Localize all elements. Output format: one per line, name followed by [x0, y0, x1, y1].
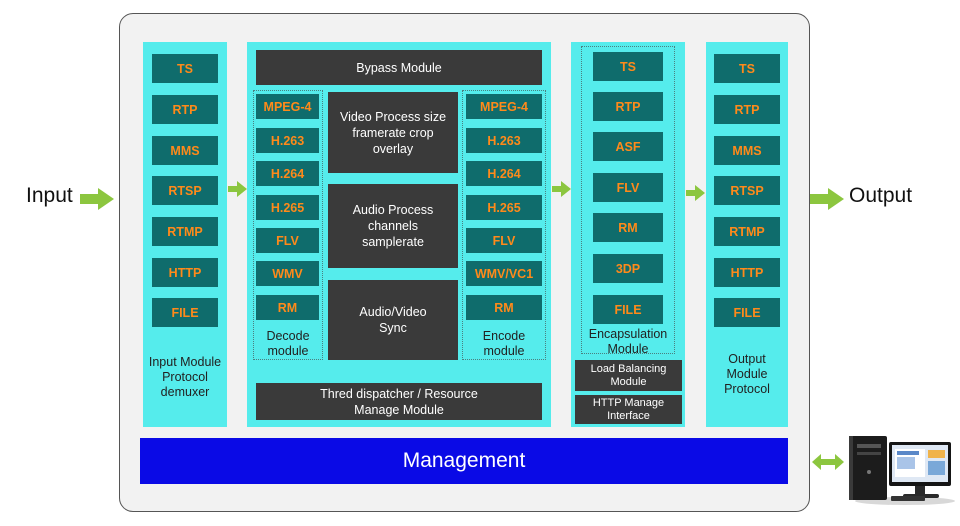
decode-h263: H.263 — [256, 128, 319, 153]
encode-h264: H.264 — [466, 161, 542, 186]
encap-flv: FLV — [593, 173, 663, 202]
video-process-module: Video Process size framerate crop overla… — [328, 92, 458, 173]
encap-rtp: RTP — [593, 92, 663, 121]
http-manage-interface: HTTP Manage Interface — [575, 395, 682, 424]
encode-mpeg4: MPEG-4 — [466, 94, 542, 119]
decode-h264: H.264 — [256, 161, 319, 186]
arrow-to-output-module-icon — [686, 185, 705, 201]
output-protocol-ts: TS — [714, 54, 780, 83]
decode-wmv: WMV — [256, 261, 319, 286]
encode-h263: H.263 — [466, 128, 542, 153]
output-label: Output — [849, 184, 913, 207]
encode-flv: FLV — [466, 228, 542, 253]
output-module: TS RTP MMS RTSP RTMP HTTP FILE Output Mo… — [706, 42, 788, 427]
input-protocol-ts: TS — [152, 54, 218, 83]
input-protocol-file: FILE — [152, 298, 218, 327]
computer-icon — [849, 436, 955, 505]
input-module: TS RTP MMS RTSP RTMP HTTP FILE Input Mod… — [143, 42, 227, 427]
decode-mpeg4: MPEG-4 — [256, 94, 319, 119]
decode-h265: H.265 — [256, 195, 319, 220]
input-protocol-mms: MMS — [152, 136, 218, 165]
encap-rm: RM — [593, 213, 663, 242]
encap-ts: TS — [593, 52, 663, 81]
input-arrow-icon — [80, 188, 114, 210]
encap-file: FILE — [593, 295, 663, 324]
encode-rm: RM — [466, 295, 542, 320]
bypass-module: Bypass Module — [256, 50, 542, 85]
encode-group — [462, 90, 546, 360]
decode-flv: FLV — [256, 228, 319, 253]
input-module-caption: Input Module Protocol demuxer — [148, 355, 222, 399]
encapsulation-caption: Encapsulation Module — [588, 327, 668, 356]
bidirectional-arrow-icon — [812, 454, 844, 470]
core-module: Bypass Module MPEG-4 H.263 H.264 H.265 F… — [247, 42, 551, 427]
decode-group — [253, 90, 323, 360]
decode-rm: RM — [256, 295, 319, 320]
input-protocol-rtsp: RTSP — [152, 176, 218, 205]
output-module-caption: Output Module Protocol — [724, 352, 770, 396]
encapsulation-module: TS RTP ASF FLV RM 3DP FILE Encapsulation… — [571, 42, 685, 427]
management-bar: Management — [140, 438, 788, 484]
encode-wmv-vc1: WMV/VC1 — [466, 261, 542, 286]
input-protocol-rtp: RTP — [152, 95, 218, 124]
encap-asf: ASF — [593, 132, 663, 161]
arrow-to-encapsulation-icon — [552, 181, 571, 197]
output-protocol-file: FILE — [714, 298, 780, 327]
dispatcher-module: Thred dispatcher / Resource Manage Modul… — [256, 383, 542, 420]
av-sync-module: Audio/Video Sync — [328, 280, 458, 360]
encode-caption: Encode module — [482, 329, 526, 358]
output-protocol-http: HTTP — [714, 258, 780, 287]
audio-process-module: Audio Process channels samplerate — [328, 184, 458, 268]
output-protocol-rtp: RTP — [714, 95, 780, 124]
encap-3dp: 3DP — [593, 254, 663, 283]
input-label: Input — [26, 184, 73, 207]
output-arrow-icon — [810, 188, 844, 210]
load-balancing-module: Load Balancing Module — [575, 360, 682, 391]
output-protocol-rtsp: RTSP — [714, 176, 780, 205]
decode-caption: Decode module — [266, 329, 310, 358]
input-protocol-http: HTTP — [152, 258, 218, 287]
encode-h265: H.265 — [466, 195, 542, 220]
encapsulation-group — [581, 46, 675, 354]
arrow-to-core-icon — [228, 181, 247, 197]
output-protocol-rtmp: RTMP — [714, 217, 780, 246]
output-protocol-mms: MMS — [714, 136, 780, 165]
input-protocol-rtmp: RTMP — [152, 217, 218, 246]
